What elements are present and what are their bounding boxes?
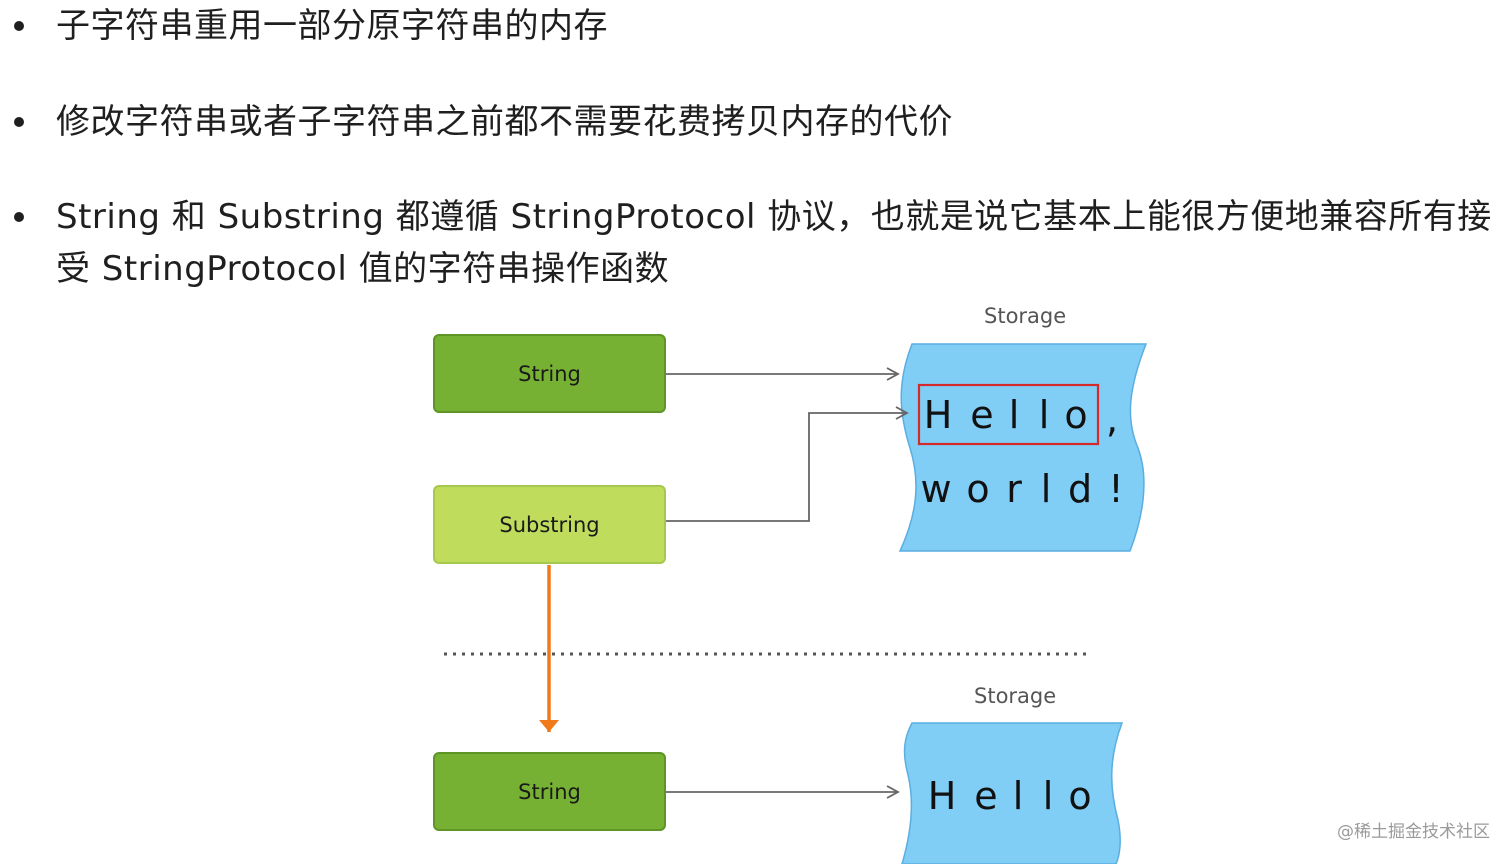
bullet-dot xyxy=(14,21,24,31)
storage-label-bottom: Storage xyxy=(974,684,1057,708)
substring-highlight-box xyxy=(917,383,1100,446)
storage-char: w xyxy=(920,467,952,511)
storage-char: H xyxy=(923,393,953,437)
substring-box: Substring xyxy=(433,485,666,564)
storage-label-top: Storage xyxy=(984,304,1067,328)
bullet-text: 子字符串重用一部分原字符串的内存 xyxy=(56,6,608,46)
storage-char: l xyxy=(1008,393,1020,437)
storage-char: l xyxy=(1040,467,1052,511)
storage-char: l xyxy=(1012,774,1024,818)
storage-char: d xyxy=(1067,467,1093,511)
storage-blob-top xyxy=(898,343,1148,552)
string-box: String xyxy=(433,334,666,413)
storage-char: e xyxy=(974,774,998,818)
storage-char: l xyxy=(1038,393,1050,437)
bullet-text-line2: 受 StringProtocol 值的字符串操作函数 xyxy=(56,249,670,289)
new-string-box: String xyxy=(433,752,666,831)
watermark: @稀土掘金技术社区 xyxy=(1337,822,1490,842)
bullet-dot xyxy=(14,212,24,222)
storage-char: o xyxy=(966,467,990,511)
storage-char: ! xyxy=(1108,467,1124,511)
storage-char: o xyxy=(1068,774,1092,818)
bullet-text-line1: String 和 Substring 都遵循 StringProtocol 协议… xyxy=(56,197,1492,237)
storage-char: H xyxy=(927,774,957,818)
substring-pointer-arrow xyxy=(666,406,909,522)
storage-char: r xyxy=(1006,467,1022,511)
storage-char: , xyxy=(1105,397,1119,441)
bullet-text: 修改字符串或者子字符串之前都不需要花费拷贝内存的代价 xyxy=(56,102,953,142)
storage-char: e xyxy=(970,393,994,437)
bullet-dot xyxy=(14,117,24,127)
storage-char: o xyxy=(1064,393,1088,437)
storage-char: l xyxy=(1042,774,1054,818)
